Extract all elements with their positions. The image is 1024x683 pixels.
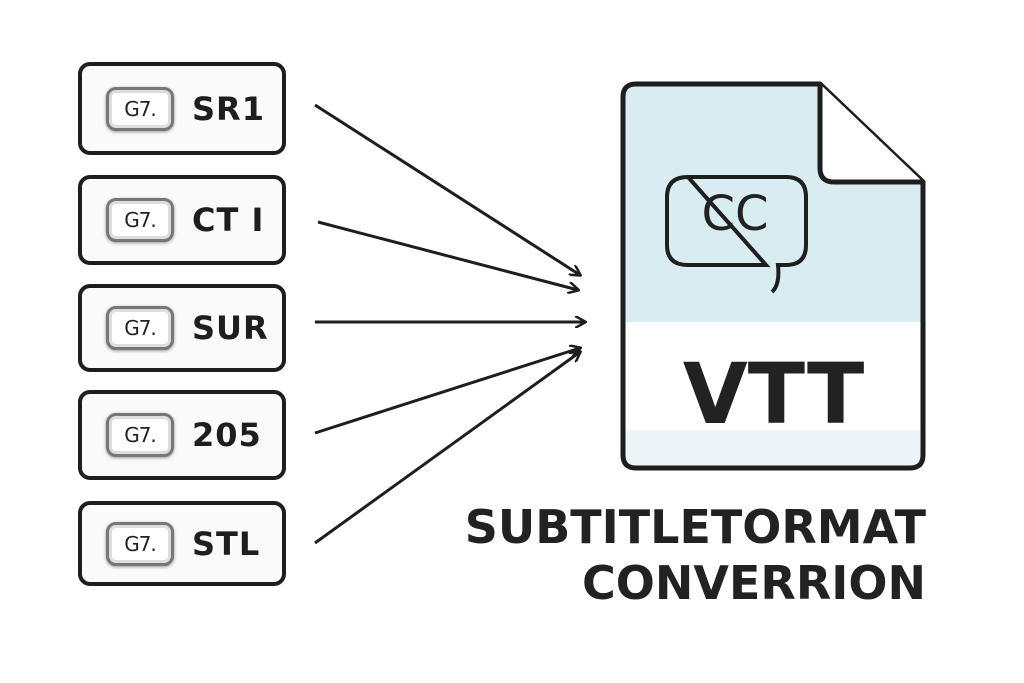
format-box-2: G7. CT I (78, 175, 286, 265)
format-code: CT I (192, 201, 265, 239)
format-badge: G7. (106, 413, 174, 457)
format-badge: G7. (106, 521, 174, 566)
format-badge: G7. (106, 86, 174, 131)
arrow-1 (314, 103, 580, 275)
cc-label: CC (701, 186, 769, 242)
title-line-1: SUBTITLETORMAT (464, 500, 926, 554)
arrow-2 (317, 220, 578, 290)
format-box-4: G7. 205 (78, 390, 286, 480)
arrow-5 (314, 352, 580, 545)
format-badge: G7. (106, 306, 174, 350)
title-line-2: CONVERRION (582, 556, 926, 610)
target-format-label: VTT (682, 345, 865, 443)
format-code: 205 (192, 416, 262, 454)
arrow-4 (314, 348, 580, 435)
format-box-5: G7. STL (78, 501, 286, 586)
format-code: STL (192, 524, 261, 563)
format-box-1: G7. SR1 (78, 62, 286, 155)
format-box-3: G7. SUR (78, 284, 286, 372)
format-code: SUR (192, 309, 269, 347)
closed-captions-icon (665, 174, 808, 294)
vtt-file-icon (620, 81, 926, 471)
format-code: SR1 (192, 89, 265, 128)
format-badge: G7. (106, 198, 174, 242)
